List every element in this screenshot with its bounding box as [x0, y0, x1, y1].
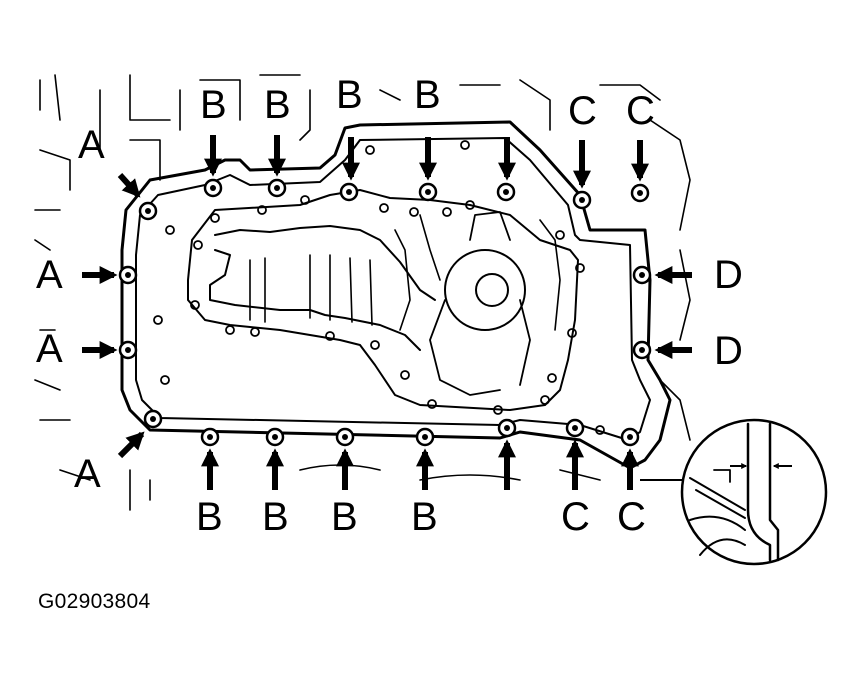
oil-pan-sump-contour	[187, 189, 579, 411]
figure-code: G02903804	[38, 590, 151, 613]
oil-strainer-outer	[444, 249, 526, 331]
label-c-3: C	[561, 495, 590, 539]
label-b-2: B	[264, 83, 291, 127]
arrow-a-4	[117, 431, 145, 459]
label-b-7: B	[331, 495, 358, 539]
oil-pan-inner-flange	[135, 137, 651, 441]
bolt-labels: A A A A B B B B C C D D B B B B C C	[36, 73, 743, 539]
label-c-1: C	[568, 89, 597, 133]
oil-pan-outer-flange	[120, 120, 672, 470]
oil-strainer-inner	[475, 273, 509, 307]
bolt-centers	[125, 185, 645, 440]
label-a-3: A	[36, 327, 63, 371]
label-a-2: A	[36, 253, 63, 297]
label-b-8: B	[411, 495, 438, 539]
oil-strainer-body	[429, 211, 531, 396]
label-b-6: B	[262, 495, 289, 539]
label-b-4: B	[414, 73, 441, 117]
label-d-2: D	[714, 329, 743, 373]
label-a-4: A	[74, 452, 101, 496]
detail-view	[680, 418, 828, 566]
label-b-5: B	[196, 495, 223, 539]
arrow-a-1	[117, 172, 141, 198]
label-b-1: B	[200, 83, 227, 127]
label-c-4: C	[617, 495, 646, 539]
oil-pan-baffle	[209, 225, 436, 351]
flange-holes	[153, 140, 605, 435]
label-c-2: C	[626, 89, 655, 133]
bolt-arrows	[82, 135, 692, 490]
label-b-3: B	[336, 73, 363, 117]
label-d-1: D	[714, 253, 743, 297]
label-a-1: A	[78, 123, 105, 167]
crankshaft-details	[249, 214, 561, 331]
